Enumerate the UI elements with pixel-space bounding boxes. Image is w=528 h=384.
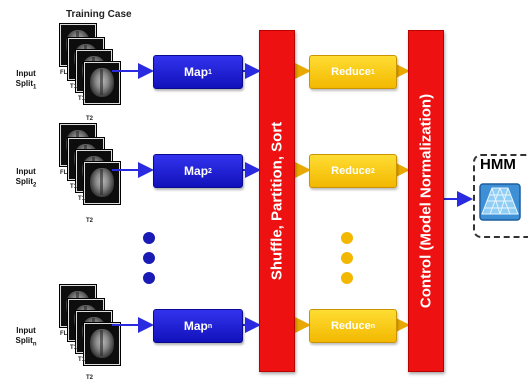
map-1-sub: 1 <box>208 68 212 76</box>
input-split-label-n: Input Splitn <box>6 326 46 350</box>
modality-label: T2 <box>86 218 94 224</box>
ellipsis-dot-map <box>143 232 155 244</box>
map-n-sub: n <box>207 322 213 330</box>
map-2-label: Map <box>184 164 209 178</box>
reduce-n-sub: n <box>370 322 376 330</box>
modality-label: T1 <box>78 196 86 202</box>
training-case-title: Training Case <box>66 9 132 20</box>
ellipsis-dot-reduce <box>341 272 353 284</box>
input-split-2-prefix: Split <box>15 177 33 186</box>
input-split-1-sub: 1 <box>33 84 37 91</box>
input-split-n-word: Input <box>16 326 36 335</box>
map-1-label: Map <box>184 65 209 79</box>
input-split-2-word: Input <box>16 167 36 176</box>
modality-label: FL <box>60 331 68 337</box>
control-model-normalization-label: Control (Model Normalization) <box>417 93 435 309</box>
hmm-label: HMM <box>480 156 516 173</box>
input-split-label-2: Input Split2 <box>6 167 46 191</box>
input-split-2-sub: 2 <box>33 182 37 189</box>
shuffle-partition-sort-bar: Shuffle, Partition, Sort <box>259 30 295 372</box>
input-split-1-prefix: Split <box>15 79 33 88</box>
modality-label: T1 <box>70 184 78 190</box>
mri-slice-image <box>84 62 120 104</box>
modality-label: T2 <box>86 375 94 381</box>
modality-label: T1 <box>78 96 86 102</box>
modality-label: FL <box>60 70 68 76</box>
mri-stack-1: FL T1 T1 T2 <box>60 24 120 122</box>
control-model-normalization-bar: Control (Model Normalization) <box>408 30 444 372</box>
map-n-label: Map <box>183 319 208 333</box>
mri-slice-image <box>84 323 120 365</box>
input-split-label-1: Input Split1 <box>6 69 46 93</box>
modality-label: T1 <box>78 357 86 363</box>
ellipsis-dot-reduce <box>341 252 353 264</box>
input-split-n-sub: n <box>32 341 37 348</box>
input-split-1-word: Input <box>16 69 36 78</box>
modality-label: FL <box>60 170 68 176</box>
mri-stack-n: FL T1 T1 T2 <box>60 285 120 381</box>
modality-label: T1 <box>70 84 78 90</box>
shuffle-partition-sort-label: Shuffle, Partition, Sort <box>268 121 286 281</box>
map-2-sub: 2 <box>208 167 212 175</box>
mri-stack-2: FL T1 T1 T2 <box>60 124 120 224</box>
reduce-1-sub: 1 <box>370 68 375 76</box>
reduce-2-sub: 2 <box>370 167 375 175</box>
modality-label: T1 <box>70 345 78 351</box>
modality-label: T2 <box>86 116 94 122</box>
ellipsis-dot-map <box>143 252 155 264</box>
reduce-2-label: Reduce <box>331 165 371 177</box>
reduce-n-label: Reduce <box>330 320 371 332</box>
input-split-n-prefix: Split <box>15 336 33 345</box>
ellipsis-dot-reduce <box>341 232 353 244</box>
hmm-model-icon <box>479 183 521 221</box>
ellipsis-dot-map <box>143 272 155 284</box>
reduce-1-label: Reduce <box>331 66 371 78</box>
